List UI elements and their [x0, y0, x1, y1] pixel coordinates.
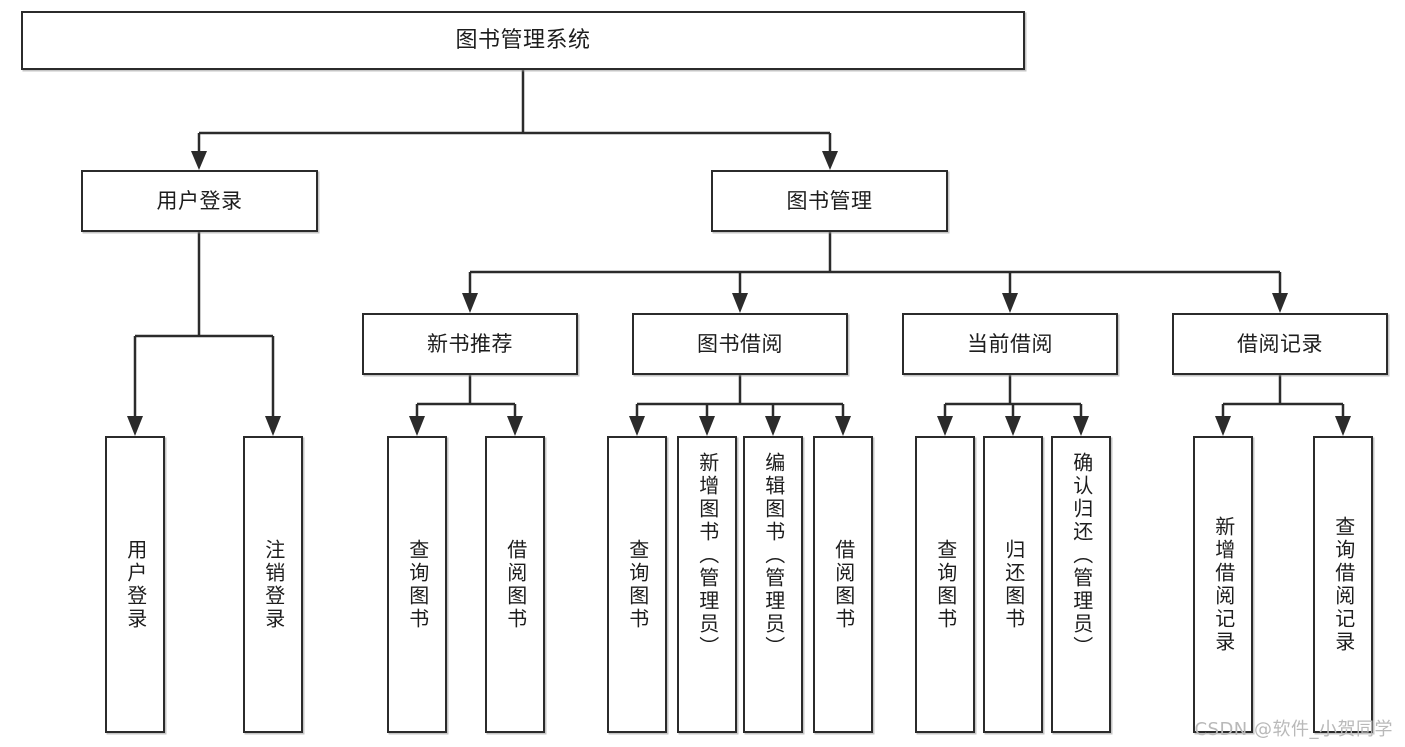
- leaf-book-borrow-borrow-label: 借阅图书: [831, 538, 856, 631]
- arrowhead-leaf-br-2: [1335, 416, 1351, 436]
- leaf-current-borrow-confirm[interactable]: 确认归还（管理员）: [1051, 436, 1111, 733]
- leaf-user-login-logout[interactable]: 注销登录: [243, 436, 303, 733]
- arrowhead-leaf-bb-3: [765, 416, 781, 436]
- node-borrow-record[interactable]: 借阅记录: [1172, 313, 1388, 375]
- arrowhead-bookborrow: [732, 293, 748, 313]
- leaf-book-borrow-edit[interactable]: 编辑图书（管理员）: [743, 436, 803, 733]
- node-root[interactable]: 图书管理系统: [21, 11, 1025, 70]
- leaf-current-borrow-query-label: 查询图书: [933, 538, 958, 631]
- arrowhead-leaf-user-2: [265, 416, 281, 436]
- leaf-current-borrow-return[interactable]: 归还图书: [983, 436, 1043, 733]
- leaf-current-borrow-confirm-label: 确认归还（管理员）: [1069, 452, 1094, 659]
- leaf-new-book-borrow-label: 借阅图书: [503, 538, 528, 631]
- arrowhead-leaf-user-1: [127, 416, 143, 436]
- arrowhead-leaf-br-1: [1215, 416, 1231, 436]
- leaf-book-borrow-add[interactable]: 新增图书（管理员）: [677, 436, 737, 733]
- node-new-book-recommend[interactable]: 新书推荐: [362, 313, 578, 375]
- node-user-login[interactable]: 用户登录: [81, 170, 318, 232]
- leaf-book-borrow-edit-label: 编辑图书（管理员）: [761, 452, 786, 659]
- leaf-user-login-logout-label: 注销登录: [261, 538, 286, 631]
- arrowhead-leaf-nb-2: [507, 416, 523, 436]
- arrowhead-leaf-bb-4: [835, 416, 851, 436]
- node-book-borrow-label: 图书借阅: [697, 331, 783, 356]
- arrowhead-bookmgmt: [822, 151, 838, 170]
- leaf-current-borrow-return-label: 归还图书: [1001, 538, 1026, 631]
- leaf-book-borrow-query[interactable]: 查询图书: [607, 436, 667, 733]
- leaf-new-book-query[interactable]: 查询图书: [387, 436, 447, 733]
- node-borrow-record-label: 借阅记录: [1237, 331, 1323, 356]
- watermark: CSDN @软件_小贺同学: [1194, 719, 1393, 740]
- arrowhead-leaf-cb-1: [937, 416, 953, 436]
- leaf-book-borrow-add-label: 新增图书（管理员）: [695, 452, 720, 659]
- leaf-borrow-record-query[interactable]: 查询借阅记录: [1313, 436, 1373, 733]
- leaf-current-borrow-query[interactable]: 查询图书: [915, 436, 975, 733]
- arrowhead-leaf-cb-2: [1005, 416, 1021, 436]
- leaf-new-book-query-label: 查询图书: [405, 538, 430, 631]
- node-current-borrow[interactable]: 当前借阅: [902, 313, 1118, 375]
- node-current-borrow-label: 当前借阅: [967, 331, 1053, 356]
- leaf-user-login-login-label: 用户登录: [123, 538, 148, 631]
- leaf-book-borrow-query-label: 查询图书: [625, 538, 650, 631]
- node-book-management-label: 图书管理: [786, 188, 873, 213]
- node-new-book-recommend-label: 新书推荐: [427, 331, 513, 356]
- arrowhead-currentborrow: [1002, 293, 1018, 313]
- node-root-label: 图书管理系统: [455, 27, 591, 53]
- arrowhead-leaf-cb-3: [1073, 416, 1089, 436]
- node-book-management[interactable]: 图书管理: [711, 170, 948, 232]
- leaf-borrow-record-query-label: 查询借阅记录: [1331, 515, 1356, 654]
- arrowhead-leaf-bb-1: [629, 416, 645, 436]
- leaf-book-borrow-borrow[interactable]: 借阅图书: [813, 436, 873, 733]
- node-book-borrow[interactable]: 图书借阅: [632, 313, 848, 375]
- arrowhead-newbook: [462, 293, 478, 313]
- leaf-new-book-borrow[interactable]: 借阅图书: [485, 436, 545, 733]
- leaf-borrow-record-add[interactable]: 新增借阅记录: [1193, 436, 1253, 733]
- arrowhead-leaf-bb-2: [699, 416, 715, 436]
- leaf-user-login-login[interactable]: 用户登录: [105, 436, 165, 733]
- arrowhead-userlogin: [191, 151, 207, 170]
- leaf-borrow-record-add-label: 新增借阅记录: [1211, 515, 1236, 654]
- node-user-login-label: 用户登录: [156, 188, 243, 213]
- arrowhead-borrowrecord: [1272, 293, 1288, 313]
- arrowhead-leaf-nb-1: [409, 416, 425, 436]
